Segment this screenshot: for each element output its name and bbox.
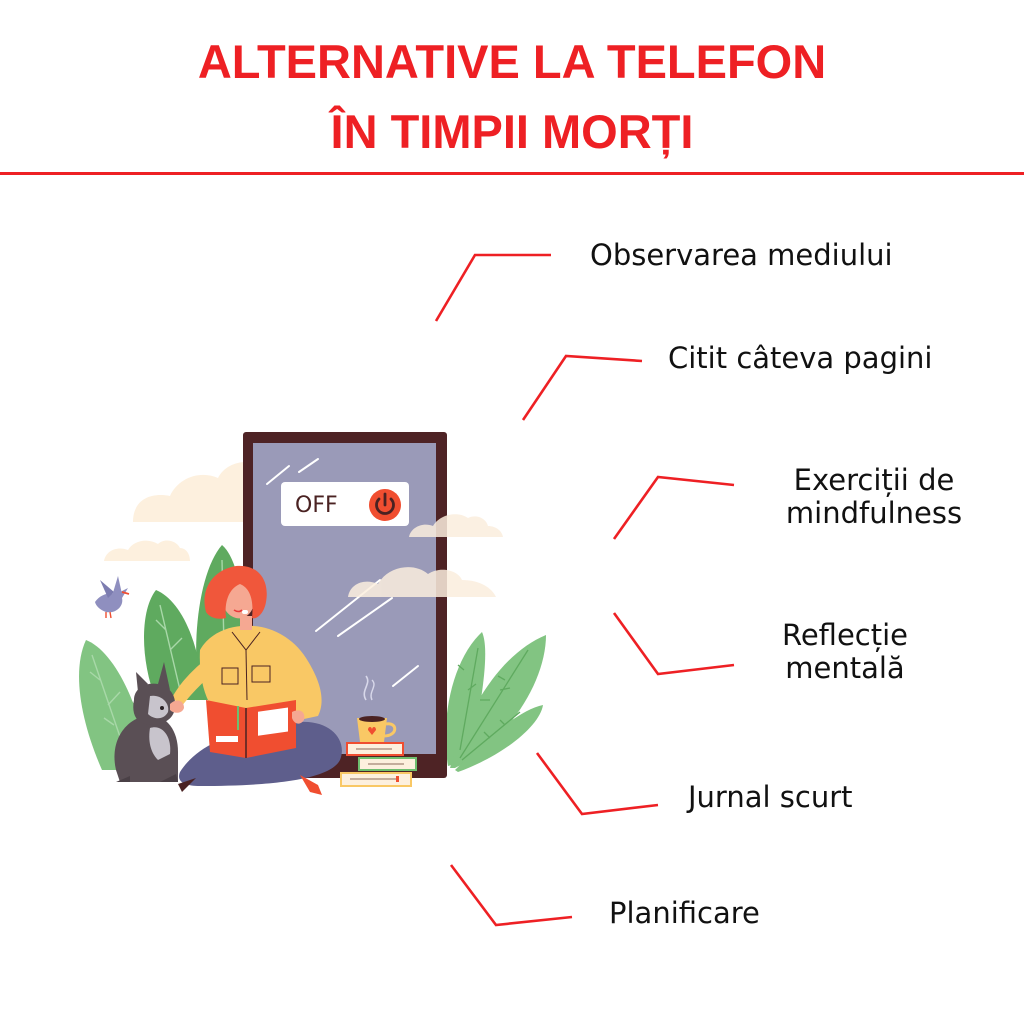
alternative-reflectie-mentala: Reflecție mentală — [765, 619, 925, 685]
books-stack — [340, 742, 417, 787]
off-label: OFF — [295, 493, 338, 518]
alternative-reflectie-line-1: Reflecție — [781, 618, 908, 652]
title-divider — [0, 172, 1024, 175]
alternative-mindfulness-line-2: mindfulness — [785, 496, 963, 530]
page-title-line-2: ÎN TIMPII MORȚI — [330, 105, 694, 158]
connector-2 — [521, 354, 643, 421]
connector-4 — [612, 612, 735, 676]
page-title-line-1: ALTERNATIVE LA TELEFON — [197, 35, 827, 88]
alternative-reflectie-line-2: mentală — [785, 651, 905, 685]
woman-reading — [172, 565, 342, 795]
dog-icon — [114, 662, 178, 782]
alternative-mindfulness-line-1: Exerciții de — [793, 463, 955, 497]
alternative-mindfulness: Exerciții de mindfulness — [766, 464, 982, 530]
alternative-observarea-mediului: Observarea mediului — [590, 238, 893, 272]
cloud-icon — [104, 462, 262, 561]
cloud-icon — [348, 514, 503, 597]
connector-5 — [535, 752, 659, 816]
alternative-jurnal-scurt: Jurnal scurt — [688, 780, 853, 814]
power-icon — [369, 489, 401, 521]
book-icon — [206, 700, 296, 758]
bird-icon — [95, 576, 130, 619]
leaf-icon — [445, 632, 546, 772]
connector-3 — [612, 475, 735, 540]
connector-6 — [449, 864, 573, 927]
alternative-citit-pagini: Citit câteva pagini — [668, 341, 933, 375]
coffee-cup-icon — [357, 675, 397, 742]
alternative-planificare: Planificare — [609, 896, 760, 930]
connector-1 — [434, 253, 551, 322]
